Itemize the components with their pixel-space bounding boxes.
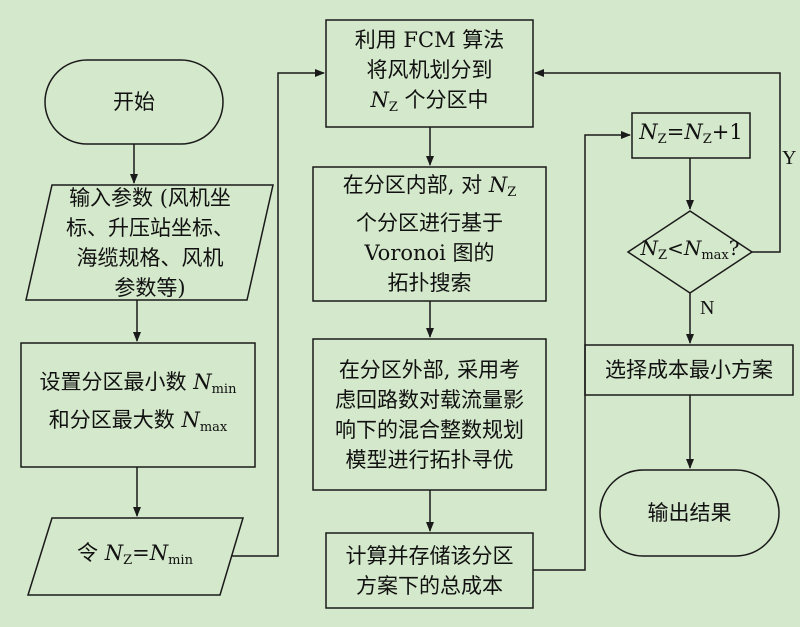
start-label: 开始 bbox=[113, 90, 155, 114]
arrow-init-to-fcm bbox=[231, 69, 325, 557]
increment-box bbox=[631, 112, 751, 159]
yes-label: Y bbox=[782, 147, 797, 169]
init-label: 令 NZ=Nmin bbox=[77, 540, 193, 568]
output-label: 输出结果 bbox=[647, 501, 732, 525]
inner-label: 在分区内部, 对 NZ 个分区进行基于 Voronoi 图的 拓扑搜索 bbox=[342, 173, 517, 295]
increment-label: NZ=NZ+1 bbox=[639, 119, 743, 147]
calc-label: 计算并存储该分区 方案下的总成本 bbox=[345, 543, 514, 598]
init-parallelogram bbox=[26, 517, 245, 596]
arrow-calc-to-increment bbox=[533, 131, 631, 571]
decision-label: NZ<Nmax? bbox=[640, 236, 740, 263]
input-parallelogram bbox=[25, 184, 274, 301]
select-label: 选择成本最小方案 bbox=[605, 358, 773, 382]
input-line-2: 标、升压站坐标、 bbox=[66, 215, 234, 240]
input-line-3: 海缆规格、风机 bbox=[76, 245, 224, 270]
set-range-label: 设置分区最小数 Nmin 和分区最大数 Nmax bbox=[39, 370, 237, 435]
input-line-4: 参数等) bbox=[114, 275, 186, 300]
input-line-1: 输入参数 (风机坐 bbox=[69, 185, 231, 210]
set-range-box bbox=[20, 342, 256, 468]
arrow-decision-yes-loop bbox=[534, 69, 781, 253]
input-label: 输入参数 (风机坐 标、升压站坐标、 海缆规格、风机 参数等) bbox=[32, 185, 268, 300]
no-label: N bbox=[700, 297, 715, 319]
output-terminal bbox=[599, 469, 780, 557]
fcm-label: 利用 FCM 算法 将风机划分到 NZ 个分区中 bbox=[354, 27, 505, 115]
outer-label: 在分区外部, 采用考 虑回路数对载流量影 响下的混合整数规划 模型进行拓扑寻优 bbox=[335, 357, 524, 472]
